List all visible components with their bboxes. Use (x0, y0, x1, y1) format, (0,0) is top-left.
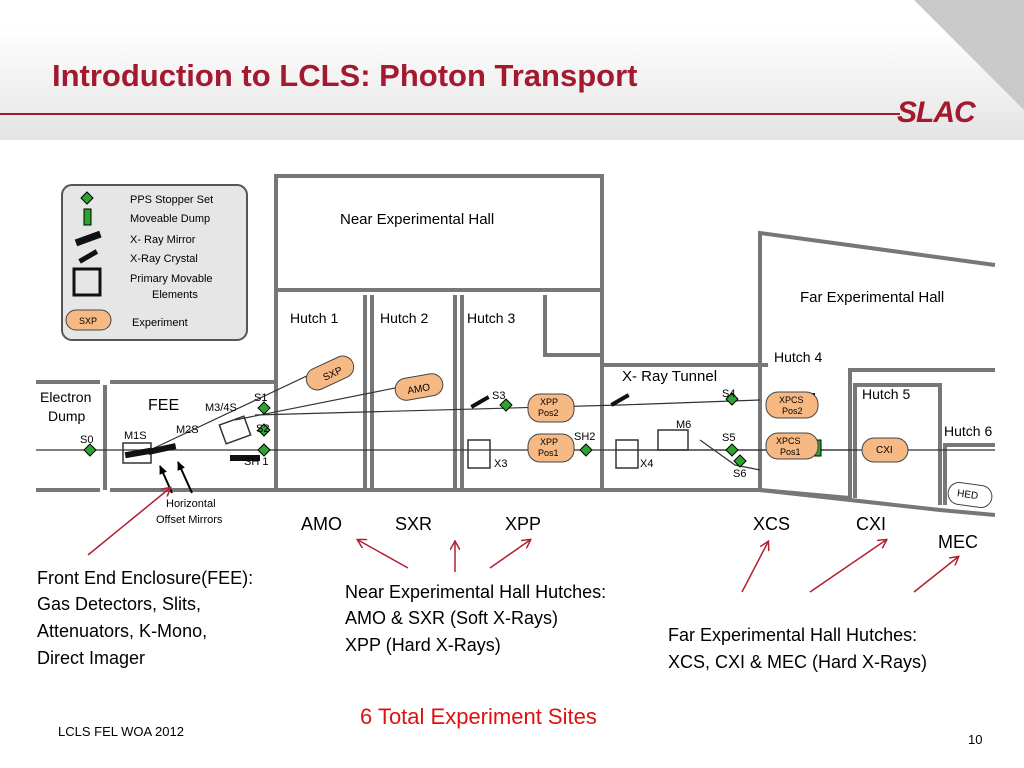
mirror-legend-icon (74, 230, 102, 247)
svg-text:S4: S4 (722, 388, 735, 400)
svg-text:M2S: M2S (176, 424, 199, 436)
svg-text:AMO: AMO (407, 382, 432, 397)
hutch-6-label: Hutch 6 (944, 423, 992, 439)
primary-element-legend-icon (72, 267, 102, 297)
hutch-2-label: Hutch 2 (380, 310, 428, 326)
svg-text:M3/4S: M3/4S (205, 402, 237, 414)
svg-text:HED: HED (956, 488, 978, 502)
cxi-label: CXI (856, 514, 887, 534)
legend-dump-text: Moveable Dump (130, 213, 210, 225)
annotation-arrows (87, 488, 958, 593)
sxp-legend-icon (65, 309, 112, 331)
legend-crystal-text: X-Ray Crystal (130, 253, 198, 265)
legend-sxp-text: SXP (79, 316, 97, 326)
near-hall-wall (274, 174, 604, 490)
svg-text:XPCS: XPCS (776, 436, 801, 446)
legend-primary-text-1: Primary Movable (130, 273, 213, 285)
svg-text:X3: X3 (494, 458, 507, 470)
hall-labels: Near Experimental Hall Far Experimental … (40, 211, 944, 424)
xcs-label: XCS (753, 514, 791, 534)
svg-text:XPP: XPP (540, 397, 558, 407)
hutch-labels: Hutch 1 Hutch 2 Hutch 3 Hutch 4 Hutch 5 … (290, 310, 992, 439)
svg-text:CXI: CXI (876, 445, 893, 456)
svg-text:Horizontal: Horizontal (166, 498, 216, 510)
mec-label: MEC (938, 532, 978, 552)
svg-text:S6: S6 (733, 468, 746, 480)
svg-text:Pos1: Pos1 (780, 447, 801, 457)
slide-header (0, 0, 1024, 140)
svg-text:Offset Mirrors: Offset Mirrors (156, 514, 223, 526)
building-walls (36, 174, 996, 517)
fee-note-line-1: Front End Enclosure(FEE): (37, 568, 254, 588)
hutch-3-label: Hutch 3 (467, 310, 515, 326)
svg-text:SH2: SH2 (574, 431, 595, 443)
slac-logo: SLAC (897, 96, 976, 129)
svg-text:M6: M6 (676, 419, 691, 431)
hutch-5-label: Hutch 5 (862, 386, 910, 402)
svg-text:Pos2: Pos2 (782, 406, 803, 416)
experiment-pills (305, 355, 993, 509)
near-hall-label: Near Experimental Hall (340, 211, 494, 228)
legend-experiment-text: Experiment (132, 317, 188, 329)
svg-text:XPCS: XPCS (779, 395, 804, 405)
tunnel-label: X- Ray Tunnel (622, 368, 717, 385)
hom-arrow-2 (177, 461, 193, 494)
amo-label: AMO (301, 514, 343, 534)
total-sites-note: 6 Total Experiment Sites (360, 704, 597, 729)
title-rule (0, 113, 900, 115)
slide-title: Introduction to LCLS: Photon Transport (52, 58, 638, 93)
svg-text:M1S: M1S (124, 430, 147, 442)
svg-text:S2: S2 (256, 423, 269, 435)
hutch-4-label: Hutch 4 (774, 349, 822, 365)
svg-text:XPP: XPP (540, 437, 558, 447)
far-note-line-1: Far Experimental Hall Hutches: (668, 625, 918, 645)
fee-note-line-4: Direct Imager (37, 648, 146, 668)
legend-stopper-text: PPS Stopper Set (130, 194, 213, 206)
electron-dump-label-1: Electron (40, 389, 91, 405)
xpp-label: XPP (505, 514, 542, 534)
crystal-legend-icon (78, 249, 99, 264)
dump-legend-icon (83, 208, 92, 226)
near-note-line-3: XPP (Hard X-Rays) (345, 635, 501, 655)
legend-box: SXP PPS Stopper Set Moveable Dump X- Ray… (61, 184, 248, 341)
far-note-line-2: XCS, CXI & MEC (Hard X-Rays) (668, 652, 928, 672)
fee-note-line-2: Gas Detectors, Slits, (37, 594, 202, 614)
hutch-1-label: Hutch 1 (290, 310, 338, 326)
svg-text:S0: S0 (80, 434, 93, 446)
footer-text: LCLS FEL WOA 2012 (58, 724, 184, 739)
sxr-label: SXR (395, 514, 433, 534)
legend-primary-text-2: Elements (152, 289, 198, 301)
near-note-line-2: AMO & SXR (Soft X-Rays) (345, 608, 559, 628)
svg-text:SH 1: SH 1 (244, 456, 268, 468)
fee-note-line-3: Attenuators, K-Mono, (37, 621, 208, 641)
svg-text:Pos2: Pos2 (538, 408, 559, 418)
stopper-legend-icon (80, 191, 94, 205)
header-corner-decoration (914, 0, 1024, 110)
near-note-line-1: Near Experimental Hall Hutches: (345, 582, 607, 602)
electron-dump-label-2: Dump (48, 408, 86, 424)
fee-label: FEE (148, 397, 179, 414)
far-hall-label: Far Experimental Hall (800, 289, 944, 306)
svg-text:Pos1: Pos1 (538, 448, 559, 458)
component-labels: S0 S1 S2 S3 S4 S5 S6 M1S M2S M3/4S M6 SH… (80, 365, 979, 526)
stopper-markers (83, 392, 822, 468)
svg-text:S5: S5 (722, 432, 735, 444)
legend-mirror-text: X- Ray Mirror (130, 234, 196, 246)
page-number: 10 (968, 732, 983, 747)
svg-text:X4: X4 (640, 458, 653, 470)
svg-text:S1: S1 (254, 392, 267, 404)
svg-text:S3: S3 (492, 390, 505, 402)
optical-elements (122, 393, 815, 469)
